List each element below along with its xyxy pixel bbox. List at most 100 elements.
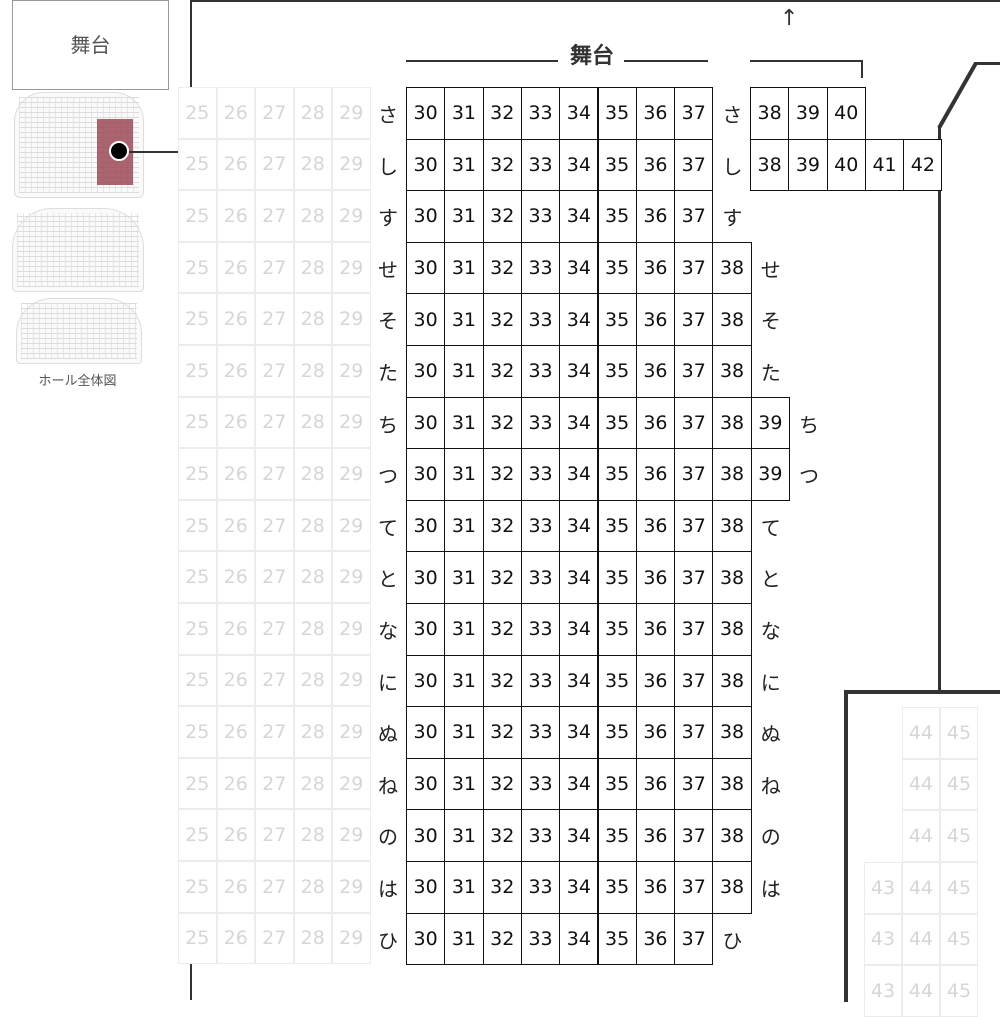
seat[interactable]: 38 bbox=[712, 654, 752, 708]
seat[interactable]: 30 bbox=[406, 499, 446, 553]
seat[interactable]: 35 bbox=[597, 861, 637, 914]
seat[interactable]: 32 bbox=[482, 757, 522, 811]
seat[interactable]: 30 bbox=[406, 396, 446, 450]
seat[interactable]: 36 bbox=[635, 396, 676, 450]
seat-box[interactable]: 40 bbox=[826, 87, 866, 140]
seat[interactable]: 32 bbox=[482, 87, 522, 140]
seat[interactable]: 34 bbox=[559, 499, 599, 553]
seat-box[interactable]: 39 bbox=[788, 138, 828, 192]
seat[interactable]: 36 bbox=[635, 87, 676, 140]
seat[interactable]: 33 bbox=[520, 551, 561, 604]
seat[interactable]: 35 bbox=[597, 654, 637, 708]
seat[interactable]: 34 bbox=[559, 603, 599, 656]
overview-floor-2[interactable] bbox=[12, 208, 144, 292]
seat[interactable]: 36 bbox=[635, 757, 676, 811]
seat[interactable]: 30 bbox=[406, 757, 446, 811]
seat[interactable]: 37 bbox=[674, 499, 714, 553]
seat[interactable]: 35 bbox=[597, 190, 637, 243]
seat[interactable]: 33 bbox=[520, 654, 561, 708]
seat[interactable]: 36 bbox=[635, 190, 676, 243]
seat[interactable]: 33 bbox=[520, 396, 561, 450]
seat[interactable]: 36 bbox=[635, 706, 676, 759]
seat[interactable]: 34 bbox=[559, 138, 599, 192]
seat[interactable]: 36 bbox=[635, 551, 676, 604]
seat[interactable]: 38 bbox=[712, 603, 752, 656]
seat[interactable]: 39 bbox=[750, 448, 790, 501]
seat-box[interactable]: 38 bbox=[750, 138, 790, 192]
seat[interactable]: 34 bbox=[559, 396, 599, 450]
seat[interactable]: 33 bbox=[520, 345, 561, 398]
seat[interactable]: 34 bbox=[559, 706, 599, 759]
seat[interactable]: 30 bbox=[406, 293, 446, 346]
seat[interactable]: 34 bbox=[559, 345, 599, 398]
seat[interactable]: 35 bbox=[597, 551, 637, 604]
seat[interactable]: 37 bbox=[674, 757, 714, 811]
seat[interactable]: 32 bbox=[482, 551, 522, 604]
seat[interactable]: 30 bbox=[406, 809, 446, 862]
seat[interactable]: 36 bbox=[635, 861, 676, 914]
seat[interactable]: 30 bbox=[406, 861, 446, 914]
seat[interactable]: 33 bbox=[520, 912, 561, 966]
seat[interactable]: 32 bbox=[482, 654, 522, 708]
seat[interactable]: 32 bbox=[482, 190, 522, 243]
seat[interactable]: 38 bbox=[712, 293, 752, 346]
seat-box[interactable]: 41 bbox=[864, 138, 905, 192]
seat[interactable]: 36 bbox=[635, 603, 676, 656]
seat[interactable]: 30 bbox=[406, 448, 446, 501]
seat[interactable]: 37 bbox=[674, 138, 714, 192]
seat[interactable]: 31 bbox=[444, 861, 484, 914]
seat[interactable]: 37 bbox=[674, 241, 714, 295]
seat[interactable]: 32 bbox=[482, 138, 522, 192]
seat[interactable]: 31 bbox=[444, 396, 484, 450]
seat[interactable]: 31 bbox=[444, 706, 484, 759]
seat[interactable]: 32 bbox=[482, 861, 522, 914]
seat[interactable]: 31 bbox=[444, 654, 484, 708]
seat[interactable]: 32 bbox=[482, 603, 522, 656]
seat-box[interactable]: 38 bbox=[750, 87, 790, 140]
seat[interactable]: 38 bbox=[712, 706, 752, 759]
seat[interactable]: 36 bbox=[635, 448, 676, 501]
seat[interactable]: 37 bbox=[674, 190, 714, 243]
seat[interactable]: 39 bbox=[750, 396, 790, 450]
seat[interactable]: 30 bbox=[406, 912, 446, 966]
seat[interactable]: 32 bbox=[482, 809, 522, 862]
seat[interactable]: 34 bbox=[559, 912, 599, 966]
seat[interactable]: 35 bbox=[597, 603, 637, 656]
overview-floor-3[interactable] bbox=[16, 298, 142, 364]
seat[interactable]: 31 bbox=[444, 138, 484, 192]
seat[interactable]: 30 bbox=[406, 551, 446, 604]
seat[interactable]: 30 bbox=[406, 87, 446, 140]
seat[interactable]: 31 bbox=[444, 603, 484, 656]
seat[interactable]: 32 bbox=[482, 499, 522, 553]
seat[interactable]: 33 bbox=[520, 190, 561, 243]
seat-box[interactable]: 39 bbox=[788, 87, 828, 140]
seat[interactable]: 30 bbox=[406, 138, 446, 192]
seat[interactable]: 36 bbox=[635, 138, 676, 192]
seat[interactable]: 34 bbox=[559, 241, 599, 295]
seat[interactable]: 37 bbox=[674, 706, 714, 759]
seat[interactable]: 37 bbox=[674, 396, 714, 450]
seat[interactable]: 33 bbox=[520, 87, 561, 140]
seat[interactable]: 35 bbox=[597, 912, 637, 966]
seat[interactable]: 34 bbox=[559, 551, 599, 604]
seat[interactable]: 31 bbox=[444, 293, 484, 346]
seat[interactable]: 33 bbox=[520, 138, 561, 192]
seat[interactable]: 31 bbox=[444, 241, 484, 295]
seat[interactable]: 32 bbox=[482, 912, 522, 966]
seat[interactable]: 37 bbox=[674, 603, 714, 656]
seat[interactable]: 34 bbox=[559, 809, 599, 862]
seat[interactable]: 30 bbox=[406, 345, 446, 398]
seat[interactable]: 31 bbox=[444, 757, 484, 811]
seat[interactable]: 35 bbox=[597, 293, 637, 346]
seat[interactable]: 38 bbox=[712, 551, 752, 604]
seat[interactable]: 34 bbox=[559, 87, 599, 140]
seat[interactable]: 35 bbox=[597, 138, 637, 192]
seat-box[interactable]: 42 bbox=[903, 138, 943, 192]
seat[interactable]: 36 bbox=[635, 241, 676, 295]
seat[interactable]: 35 bbox=[597, 499, 637, 553]
seat[interactable]: 36 bbox=[635, 499, 676, 553]
seat[interactable]: 37 bbox=[674, 809, 714, 862]
seat[interactable]: 34 bbox=[559, 448, 599, 501]
seat[interactable]: 32 bbox=[482, 706, 522, 759]
overview-caption[interactable]: ホール全体図 bbox=[38, 374, 117, 389]
